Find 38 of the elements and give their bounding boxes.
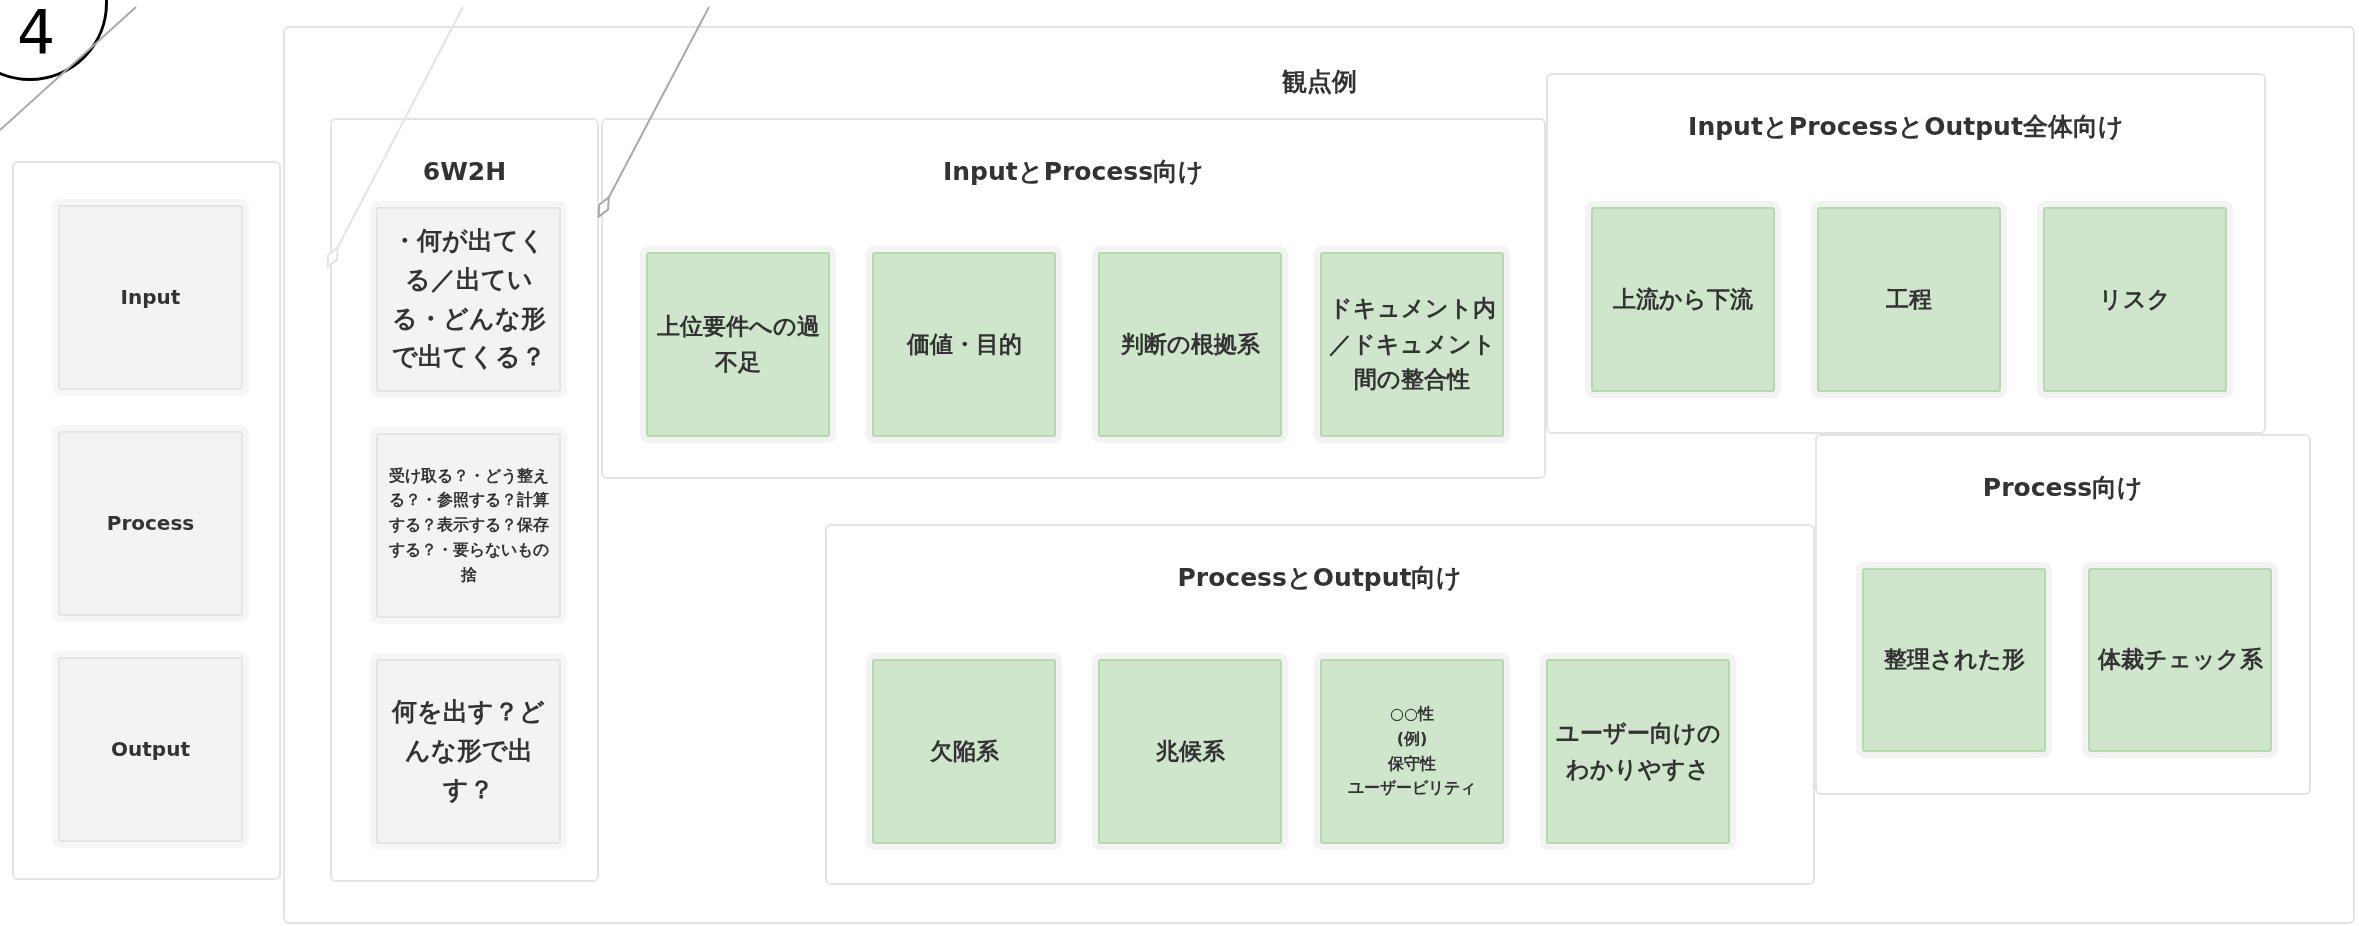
item-text: ・何が出てくる／出ている・どんな形で出てくる？ [390, 225, 547, 374]
item-text: 整理された形 [1883, 645, 2025, 675]
item-text: 判断の根拠系 [1120, 329, 1260, 359]
group-title: 6W2H [421, 156, 508, 188]
group-panel [601, 118, 1546, 479]
group-title: ProcessとOutput向け [1176, 562, 1464, 594]
group-panel [825, 524, 1815, 885]
group-title: 観点例 [1280, 66, 1358, 98]
group-panel [1815, 434, 2311, 795]
group-title: InputとProcessとOutput全体向け [1687, 111, 2125, 143]
item-text: 価値・目的 [906, 329, 1022, 359]
item-text: 上流から下流 [1613, 284, 1753, 314]
item-text: ドキュメント内／ドキュメント間の整合性 [1327, 294, 1497, 395]
item-text: Process [106, 510, 195, 537]
group-panel [12, 161, 281, 880]
item-text: Output [111, 736, 190, 763]
item-text: 何を出す？どんな形で出す？ [390, 696, 546, 806]
group-panel [283, 26, 2355, 924]
item-text: 受け取る？・どう整える？・参照する？計算する？表示する？保存する？・要らないもの捨 [387, 464, 550, 586]
item-text: ユーザー向けのわかりやすさ [1554, 718, 1722, 784]
item-text: リスク [2099, 284, 2171, 314]
item-text: ユーザービリティ [1348, 777, 1476, 800]
group-panel [330, 118, 599, 882]
item-text: 保守性 [1388, 752, 1436, 775]
item-text: 欠陥系 [929, 736, 999, 766]
leader-line [597, 6, 710, 218]
group-panel [1546, 73, 2266, 434]
item-text: 上位要件への過不足 [655, 311, 821, 377]
step-number: 4 [17, 2, 56, 62]
item-text: Input [120, 284, 181, 311]
item-text: (例) [1396, 727, 1428, 750]
leader-line [326, 6, 464, 268]
item-text: ○○性 [1390, 702, 1434, 725]
group-title: Process向け [1981, 472, 2145, 504]
item-text: 体裁チェック系 [2097, 645, 2263, 675]
group-title: InputとProcess向け [941, 156, 1206, 188]
item-text: 兆候系 [1155, 736, 1225, 766]
item-text: 工程 [1886, 284, 1932, 314]
